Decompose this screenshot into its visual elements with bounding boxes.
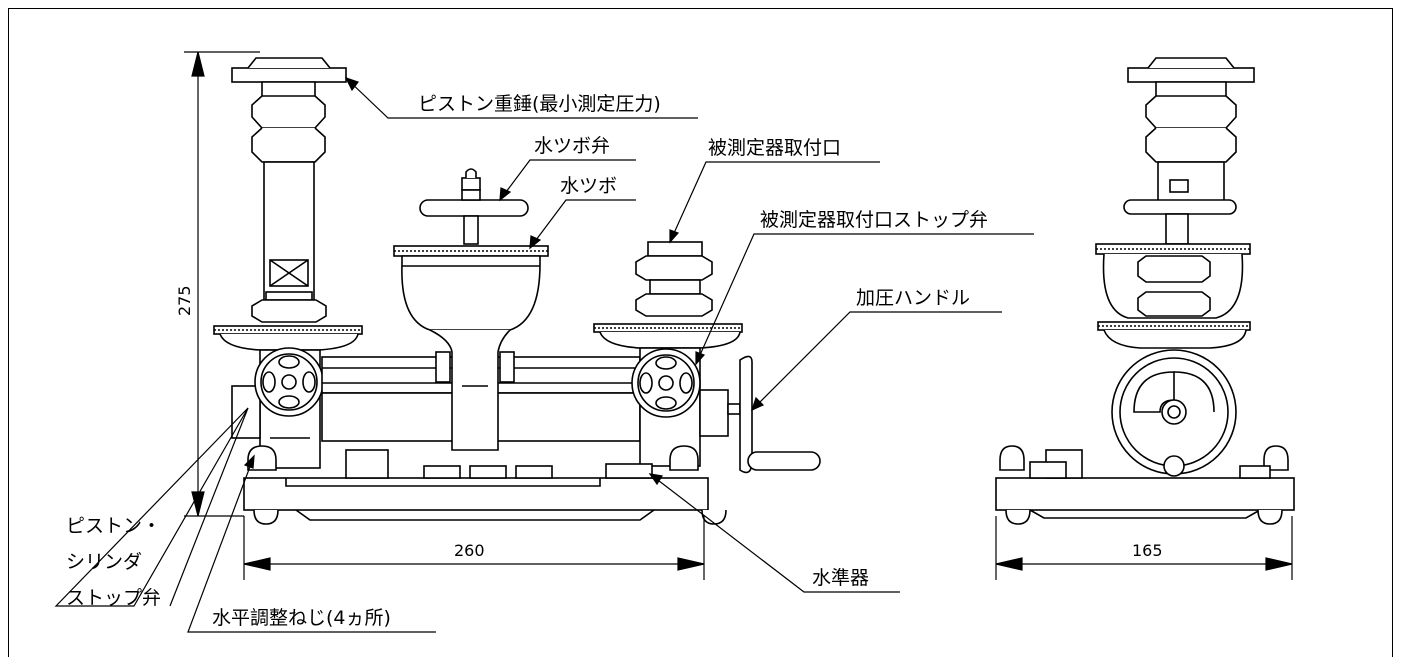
label-leveling-screw: 水平調整ねじ(4ヵ所) (212, 607, 391, 629)
pressure-handle-shape (727, 355, 821, 474)
dim-width-front: 260 (454, 541, 485, 560)
leader-lines (54, 76, 1034, 633)
label-piston-weight: ピストン重錘(最小測定圧力) (418, 93, 661, 115)
label-piston-cylinder-2: シリンダ (66, 551, 142, 573)
labels: ピストン重錘(最小測定圧力) 水ツボ弁 水ツボ 被測定器取付口 被測定器取付口ス… (66, 93, 1163, 629)
dim-height: 275 (175, 285, 194, 316)
drawing-frame (8, 8, 1393, 657)
water-tank (393, 168, 549, 451)
label-water-tank: 水ツボ (560, 175, 617, 197)
label-dut-port-stop-valve: 被測定器取付口ストップ弁 (760, 209, 988, 231)
label-dut-port: 被測定器取付口 (708, 137, 841, 159)
label-piston-cylinder-3: ストップ弁 (66, 587, 161, 609)
piston-column (251, 81, 327, 323)
front-base (243, 445, 727, 525)
dimension-lines (184, 51, 1293, 580)
left-plate (213, 325, 363, 351)
side-view (995, 57, 1295, 525)
front-view (213, 57, 821, 525)
label-pressure-handle: 加圧ハンドル (856, 287, 970, 309)
label-spirit-level: 水準器 (812, 567, 869, 589)
left-valve (231, 347, 324, 469)
label-water-tank-valve: 水ツボ弁 (534, 135, 610, 157)
label-piston-cylinder-1: ピストン・ (66, 515, 161, 537)
piston-weight (231, 57, 347, 83)
dim-width-side: 165 (1132, 541, 1163, 560)
